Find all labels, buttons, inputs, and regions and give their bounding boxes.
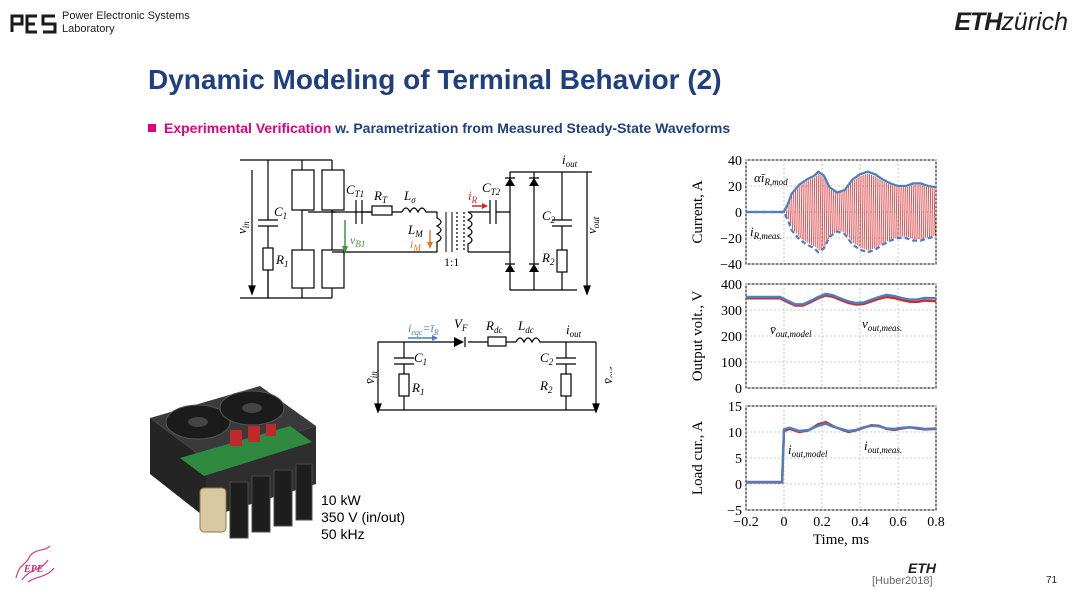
r1-eqc-label: R1	[411, 380, 424, 397]
y-tick-label: 0	[735, 206, 742, 221]
iout-eqc-label: iout	[566, 322, 582, 339]
y-axis-label: Output volt., V	[690, 291, 706, 382]
vf-label: VF	[454, 316, 468, 333]
svg-text:EPE: EPE	[23, 564, 44, 575]
vout-avg-label: v̄out	[600, 366, 612, 384]
annotation-model: iout,model	[788, 442, 828, 459]
chart-panel-1: 40 20 0 −20 −40 Current, A αīR,mod iR,meas.	[690, 154, 937, 273]
lab-name-line1: Power Electronic Systems	[62, 10, 190, 22]
series-line-2-0	[746, 294, 937, 307]
plot-frame	[745, 405, 937, 511]
y-tick-label: 5	[735, 452, 742, 467]
ieqc-label: ieqc=īR	[408, 321, 439, 337]
x-tick-label: −0.2	[733, 515, 758, 530]
series-ir-mod-lower	[746, 210, 937, 254]
annotation-ir-meas: iR,meas.	[750, 224, 782, 241]
ir-label: iR	[468, 188, 478, 205]
c2-label: C2	[542, 208, 556, 225]
eth-zurich-logo: ETHzürich	[954, 8, 1068, 37]
iout-label: iout	[562, 152, 578, 169]
reference-label: [Huber2018]	[872, 575, 933, 587]
y-tick-label: 200	[721, 330, 742, 345]
y-tick-label: 20	[728, 180, 742, 195]
y-tick-label: 15	[728, 400, 742, 415]
ct2-label: CT2	[482, 180, 501, 197]
x-tick-label: 0	[781, 515, 788, 530]
eth-logo-bold: ETH	[954, 8, 1002, 36]
y-tick-label: −40	[720, 258, 742, 273]
series-line-3-1	[746, 422, 937, 484]
x-tick-label: 0.6	[889, 515, 907, 530]
slide-title: Dynamic Modeling of Terminal Behavior (2…	[148, 64, 722, 95]
x-tick-label: 0.8	[927, 515, 945, 530]
rdc-label: Rdc	[485, 318, 502, 335]
vin-label: vin	[234, 221, 251, 234]
annotation-model: v̄out,model	[770, 322, 812, 339]
footer-eth-logo: ETH	[908, 560, 936, 576]
annotation-ir-mod: αīR,mod	[754, 170, 788, 187]
spec-frequency: 50 kHz	[321, 526, 365, 542]
x-tick-label: 0.2	[813, 515, 831, 530]
x-axis-label: Time, ms	[813, 532, 869, 548]
y-axis-label: Current, A	[690, 180, 706, 243]
series-ir-mod-upper	[746, 170, 937, 214]
chart-panel-3: 15 10 5 0 −5 Load cur., A −0.2 0 0.2 0.4 0.6 0.8Tim…	[690, 400, 945, 548]
r1-label: R1	[275, 252, 288, 269]
vin-avg-label: v̄in	[362, 371, 379, 384]
equivalent-circuit-schematic: ieqc=īR VF Rdc Ldc iout C1 R1 C2 R2 v̄in…	[362, 316, 612, 414]
x-tick-label: 0.4	[851, 515, 869, 530]
pes-logo	[10, 14, 57, 34]
im-label: iM	[410, 237, 421, 253]
y-tick-label: 100	[721, 356, 742, 371]
y-tick-label: 300	[721, 304, 742, 319]
epe-logo: EPE	[15, 545, 55, 583]
vout-label: vout	[584, 216, 601, 234]
lab-name-line2: Laboratory	[62, 23, 115, 35]
y-tick-label: −5	[727, 504, 742, 519]
dab-converter-schematic: vin C1 R1 CT1 RT Lσ LM vB1 iM iR CT2 1:1…	[234, 152, 601, 299]
c2-eqc-label: C2	[540, 350, 554, 367]
spec-power: 10 kW	[321, 492, 361, 508]
c1-eqc-label: C1	[414, 350, 427, 367]
y-tick-label: −20	[720, 232, 742, 247]
y-tick-label: 400	[721, 278, 742, 293]
ct1-label: CT1	[346, 182, 364, 199]
bullet-text: w. Parametrization from Measured Steady-…	[331, 120, 731, 136]
bullet-square-icon	[148, 124, 156, 132]
specifications: 10 kW 350 V (in/out) 50 kHz	[321, 492, 405, 543]
lm-label: LM	[407, 222, 423, 239]
lsigma-label: Lσ	[403, 188, 416, 205]
r2-label: R2	[541, 250, 555, 267]
annotation-meas: vout,meas.	[862, 316, 902, 333]
page-number: 71	[1046, 575, 1058, 586]
bullet-point: Experimental Verification w. Parametriza…	[148, 120, 730, 136]
converter-prototype-photo	[150, 386, 316, 539]
annotation-meas: iout,meas.	[864, 438, 902, 455]
rt-label: RT	[373, 188, 388, 205]
y-tick-label: 0	[735, 478, 742, 493]
y-tick-label: 10	[728, 426, 742, 441]
series-line-2-1	[746, 292, 937, 306]
lab-name: Power Electronic Systems Laboratory	[62, 10, 190, 36]
r2-eqc-label: R2	[539, 378, 553, 395]
y-tick-label: 0	[735, 382, 742, 397]
eth-logo-light: zürich	[1001, 8, 1068, 36]
y-tick-label: 40	[728, 154, 742, 169]
spec-voltage: 350 V (in/out)	[321, 509, 406, 525]
vb1-label: vB1	[350, 233, 365, 249]
bullet-highlight: Experimental Verification	[164, 120, 332, 136]
turns-ratio-label: 1:1	[444, 255, 459, 269]
chart-panel-2: 400 300 200 100 0 Output volt., V v̄out,model v…	[690, 278, 937, 397]
ldc-label: Ldc	[517, 318, 534, 335]
y-axis-label: Load cur., A	[690, 421, 706, 495]
c1-label: C1	[274, 204, 287, 221]
